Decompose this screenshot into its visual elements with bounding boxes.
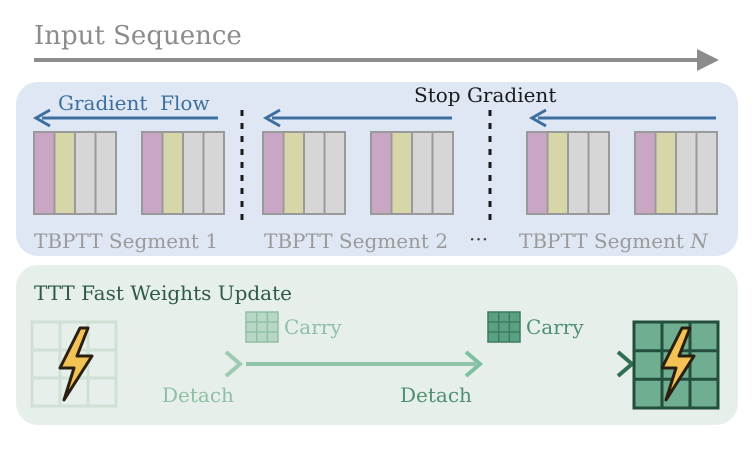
segment-label-1: TBPTT Segment 1 [34,229,218,253]
token-block [262,131,285,215]
token-block [182,131,205,215]
token-block [141,131,164,215]
token-block [654,131,677,215]
fast-weights-title: TTT Fast Weights Update [34,281,292,305]
detach-arrow-1 [122,350,244,378]
token-block [567,131,590,215]
token-group [634,131,718,215]
token-block [634,131,657,215]
token-block [303,131,326,215]
carry-grid-icon-1 [245,311,279,343]
token-block [202,131,225,215]
stop-gradient-label: Stop Gradient [414,83,556,107]
fast-weights-panel [16,265,738,425]
detach-arrow-3 [488,350,636,378]
token-group [370,131,454,215]
token-group [33,131,117,215]
token-block [526,131,549,215]
token-block [695,131,718,215]
carry-label-2: Carry [526,315,584,339]
segment-label-2: TBPTT Segment 2 [264,229,448,253]
gradient-flow-label: Gradient Flow [58,91,210,115]
detach-arrow-2 [246,350,484,378]
token-block [323,131,346,215]
token-block [94,131,117,215]
token-block [282,131,305,215]
detach-label-2: Detach [400,383,472,407]
lightning-icon [660,326,696,402]
gradient-flow-arrow-2 [262,108,452,128]
token-block [546,131,569,215]
carry-label-1: Carry [284,315,342,339]
token-block [53,131,76,215]
token-group [526,131,610,215]
segment-label-n: TBPTT Segment N [519,229,709,253]
token-block [675,131,698,215]
token-block [587,131,610,215]
token-block [431,131,454,215]
input-sequence-arrow [34,49,719,71]
token-group [262,131,346,215]
gradient-flow-arrow-1 [32,108,218,128]
token-block [74,131,97,215]
token-group [141,131,225,215]
lightning-icon [58,326,94,402]
token-block [33,131,56,215]
token-block [390,131,413,215]
gradient-flow-arrow-3 [528,108,716,128]
token-block [411,131,434,215]
ellipsis: ··· [469,227,488,251]
detach-label-1: Detach [162,383,234,407]
token-block [370,131,393,215]
token-block [161,131,184,215]
carry-grid-icon-2 [487,311,521,343]
token-blocks [33,131,718,215]
input-sequence-title: Input Sequence [34,21,242,51]
